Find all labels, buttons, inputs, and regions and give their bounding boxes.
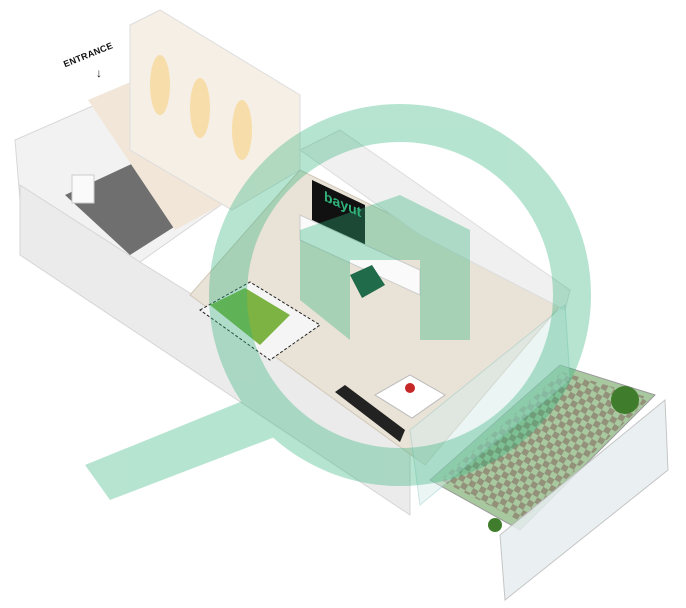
wardrobe-light — [232, 100, 252, 160]
bed-cover — [210, 288, 290, 345]
bayut-watermark — [85, 104, 591, 500]
balcony-tiles — [440, 372, 650, 522]
coffee-table — [374, 374, 446, 419]
wardrobe-light — [150, 55, 170, 115]
back-wall — [299, 129, 571, 311]
plant — [488, 518, 502, 532]
chair — [350, 265, 385, 298]
sofa — [335, 385, 405, 442]
balcony-glass-partition — [409, 304, 571, 506]
plant — [611, 386, 639, 414]
entrance-arrow-icon: ↓ — [96, 66, 102, 80]
toilet — [71, 174, 95, 204]
balcony-railing — [499, 398, 669, 601]
front-wall — [19, 184, 411, 516]
wardrobe-light — [190, 78, 210, 138]
tv-console — [299, 214, 421, 296]
tv — [312, 180, 365, 245]
flower-pot — [405, 383, 415, 393]
